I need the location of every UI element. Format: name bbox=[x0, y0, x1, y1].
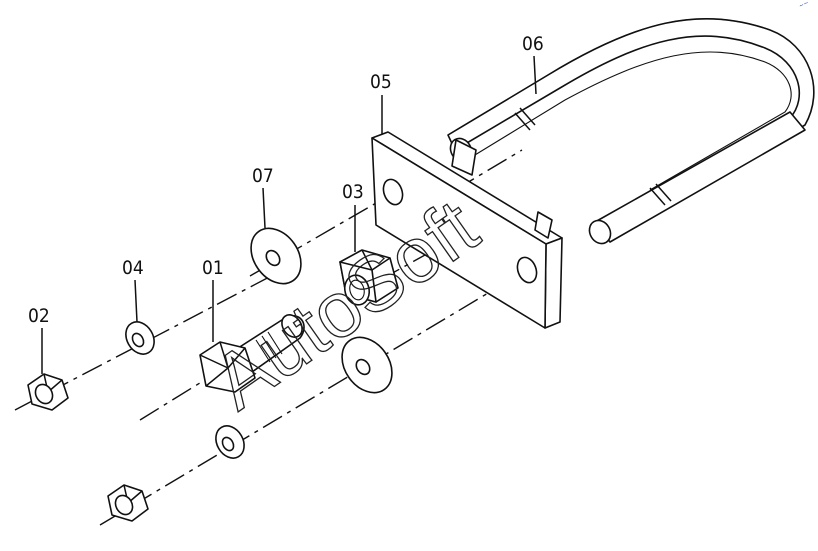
hex-bolt bbox=[199, 314, 305, 393]
callout-02: 02 bbox=[28, 305, 50, 327]
callout-labels: 02 04 01 07 03 05 06 bbox=[28, 33, 544, 327]
corner-mark-icon: ~~ bbox=[798, 0, 810, 10]
callout-04: 04 bbox=[122, 257, 144, 279]
autosoft-watermark: AutoSoft bbox=[197, 181, 494, 426]
svg-text:~~: ~~ bbox=[798, 0, 810, 10]
callout-07: 07 bbox=[252, 165, 274, 187]
flat-washer-upper bbox=[250, 227, 302, 285]
mounting-plate bbox=[371, 131, 563, 329]
lock-washer-lower bbox=[215, 425, 245, 459]
small-nut-upper bbox=[27, 373, 69, 411]
u-bolt bbox=[447, 17, 815, 245]
svg-text:AutoSoft: AutoSoft bbox=[197, 182, 493, 426]
callout-01: 01 bbox=[202, 257, 224, 279]
large-nut bbox=[339, 249, 399, 306]
callout-05: 05 bbox=[370, 71, 392, 93]
leader-lines bbox=[41, 55, 537, 374]
lock-washer-upper bbox=[125, 321, 155, 355]
flat-washer-lower bbox=[341, 336, 393, 394]
callout-06: 06 bbox=[522, 33, 544, 55]
callout-03: 03 bbox=[342, 181, 364, 203]
small-nut-lower bbox=[107, 484, 149, 522]
